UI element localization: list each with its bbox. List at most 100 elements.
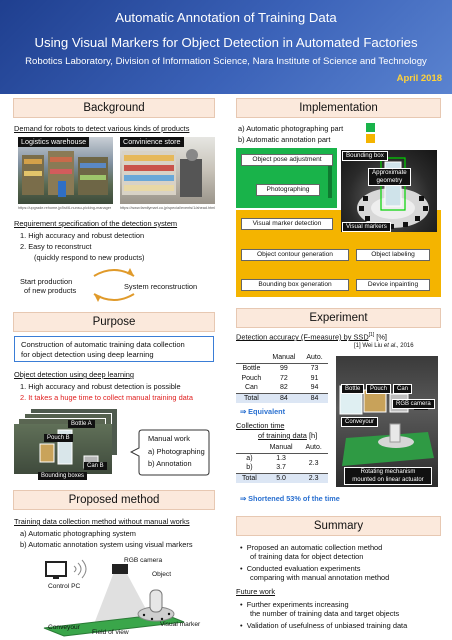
tag-bottle: Bottle A: [68, 420, 95, 428]
label-control-pc: Control PC: [48, 583, 81, 590]
summary-title: Summary: [236, 516, 441, 536]
photo1-label: Logistics warehouse: [18, 137, 90, 147]
photo-label-rgb-camera: RGB camera: [392, 399, 435, 409]
time-row-a: a) 1.3 2.3: [236, 453, 328, 467]
accuracy-table: Manual Auto. Bottle 99 73 Pouch 72 91 Ca…: [236, 353, 328, 403]
tag-can: Can B: [84, 462, 107, 470]
summary-bullet-1-line2: of training data for object detection: [250, 552, 364, 561]
rgb-camera-icon: [112, 564, 128, 574]
time-cell: 1.3: [276, 454, 286, 462]
time-cell: a): [246, 454, 253, 462]
step-photographing: Photographing: [256, 184, 320, 196]
cycle-arrowhead-top: [127, 268, 134, 276]
tag-bounding-boxes: Bounding boxes: [38, 472, 88, 480]
requirement-heading: Requirement specification of the detecti…: [14, 219, 178, 228]
time-table: Manual Auto. a) 1.3 2.3 b) 3.7 Total 5.0…: [236, 443, 328, 483]
label-object: Object: [152, 571, 172, 578]
reference-1-authors: [1] Wei Liu: [354, 343, 384, 349]
photo-label-can: Can: [393, 384, 413, 394]
label-conveyor: Conveyour: [48, 624, 80, 631]
img-label-visual-markers: Visual markers: [342, 222, 391, 232]
accuracy-cell: 84: [310, 394, 319, 402]
accuracy-heading-line: Detection accuracy (F-measure) by SSD[1]…: [236, 331, 387, 341]
poster-title-line1: Automatic Annotation of Training Data: [115, 10, 337, 25]
accuracy-header-0: [236, 353, 267, 363]
legend-b-swatch: [366, 134, 375, 143]
photo2-label: Convinience store: [120, 137, 184, 147]
future-bullet-1-line2: the number of training data and target o…: [250, 609, 400, 618]
manual-work-b: b) Annotation: [148, 459, 192, 468]
accuracy-row-bottle: Bottle 99 73: [236, 363, 328, 373]
photo-label-rotating: Rotating mechanism mounted on linear act…: [344, 467, 432, 485]
purpose-box-line1: Construction of automatic training data …: [21, 340, 185, 349]
poster-date: April 2018: [396, 73, 442, 84]
implementation-title: Implementation: [236, 98, 441, 118]
requirement-1: 1. High accuracy and robust detection: [20, 231, 145, 240]
time-header-2: Auto.: [305, 444, 322, 452]
step-object-labeling: Object labeling: [356, 249, 430, 261]
cycle-left-line2: of new products: [24, 286, 77, 295]
shortened-note: ⇒ Shortened 53% of the time: [240, 494, 340, 503]
label-rgb-camera: RGB camera: [124, 557, 163, 564]
affiliation: Robotics Laboratory, Division of Informa…: [25, 56, 427, 67]
time-header-row: Manual Auto.: [236, 443, 328, 453]
accuracy-cell: Total: [244, 394, 259, 402]
requirement-2-sub: (quickly respond to new products): [34, 253, 145, 262]
manual-work-title: Manual work: [148, 434, 190, 443]
accuracy-cell: Can: [244, 384, 258, 392]
cycle-diagram: [93, 268, 135, 302]
step-visual-marker-detection: Visual marker detection: [241, 218, 333, 230]
cycle-left-line1: Start production: [20, 277, 73, 286]
legend-a-swatch: [366, 123, 375, 132]
accuracy-heading: Detection accuracy (F-measure) by SSD: [236, 332, 369, 342]
reference-1-etal: et al: [383, 343, 396, 349]
cycle-right: System reconstruction: [124, 282, 198, 291]
label-field-of-view: Field of view: [92, 629, 129, 636]
convenience-store-photo: [120, 137, 215, 204]
time-heading-text-2: of training data: [258, 431, 307, 440]
photo-label-conveyor: Conveyour: [341, 417, 379, 427]
legend-b: b) Automatic annotation part: [238, 135, 331, 144]
step-device-inpainting: Device inpainting: [356, 279, 430, 291]
time-header-1: Manual: [269, 444, 293, 452]
time-cell-merged: 2.3: [308, 459, 319, 467]
summary-bullet-1-line1: • Proposed an automatic collection metho…: [240, 543, 383, 552]
img-label-geometry-2: geometry: [376, 177, 403, 184]
background-title: Background: [13, 98, 215, 118]
accuracy-row-total: Total 84 84: [236, 393, 328, 403]
marker-board-illustration: [357, 157, 429, 229]
tag-pouch: Pouch B: [44, 434, 73, 442]
proposed-a: a) Automatic photographing system: [20, 529, 136, 538]
accuracy-cell: 94: [310, 384, 319, 392]
photo-label-bottle: Bottle: [341, 384, 365, 394]
photo-label-rotating-1: Rotating mechanism: [360, 469, 416, 475]
summary-bullet-2-line1: • Conducted evaluation experiments: [240, 564, 361, 573]
od-heading: Object detection using deep learning: [14, 370, 134, 379]
experiment-title: Experiment: [236, 308, 441, 328]
demand-text: Demand for robots to detect various kind…: [14, 124, 190, 133]
accuracy-cell: 72: [280, 374, 288, 382]
summary-bullet-2-line2: comparing with manual annotation method: [250, 573, 390, 582]
future-bullet-1-text: Further experiments increasing: [246, 600, 349, 609]
accuracy-cell: 82: [280, 384, 288, 392]
step-object-pose-adjustment: Object pose adjustment: [241, 154, 333, 166]
od-item-1: 1. High accuracy and robust detection is…: [20, 382, 181, 391]
time-cell: 3.7: [276, 464, 286, 472]
proposed-heading: Training data collection method without …: [14, 517, 190, 526]
warehouse-illustration: [22, 151, 108, 197]
time-row-b: b) 3.7: [236, 463, 328, 473]
proposed-title: Proposed method: [13, 490, 215, 510]
wireless-icon: [73, 559, 87, 579]
img-label-geometry: Approximate geometry: [368, 168, 411, 186]
accuracy-ref-mark: [1]: [368, 332, 375, 338]
legend-a: a) Automatic photographing part: [238, 124, 344, 133]
poster-header: Automatic Annotation of Training Data Us…: [0, 0, 452, 94]
time-heading-text-1: Collection time: [236, 421, 285, 430]
future-work-heading: Future work: [236, 587, 276, 596]
time-heading-1: Collection time: [236, 421, 284, 430]
accuracy-cell: Pouch: [241, 374, 262, 382]
poster-title-line2: Using Visual Markers for Object Detectio…: [34, 35, 418, 50]
proposed-b: b) Automatic annotation system using vis…: [20, 540, 193, 549]
time-row-total: Total 5.0 2.3: [236, 473, 328, 483]
time-cell: Total: [242, 474, 257, 482]
